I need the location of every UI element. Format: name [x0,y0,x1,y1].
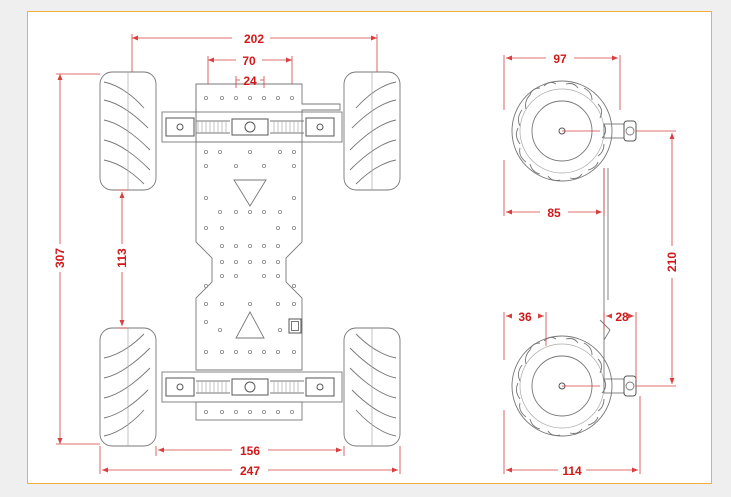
front-motor-assembly [161,111,343,143]
side-chassis-line [603,168,609,388]
wheel-front-right [343,71,401,191]
side-view: 97 85 210 36 28 114 [503,52,679,478]
front-triangle-mark [233,179,267,207]
wheel-rear-left [99,327,157,447]
dim-label-247: 247 [240,464,260,478]
dim-label-210: 210 [665,252,679,272]
dim-label-307: 307 [53,248,67,268]
dim-label-28: 28 [615,310,629,324]
mounting-holes [203,96,296,414]
dim-label-113: 113 [115,248,129,268]
side-dimensions [503,55,676,474]
dim-label-202: 202 [244,32,264,46]
wheel-front-left [99,71,157,191]
dim-label-85: 85 [547,206,561,220]
dim-label-97: 97 [553,52,567,66]
switch-icon [288,318,302,334]
rear-motor-assembly [161,371,343,403]
dim-label-156: 156 [240,444,260,458]
dim-label-114: 114 [562,464,582,478]
dim-label-24: 24 [243,74,257,88]
dim-label-70: 70 [242,54,256,68]
top-dimensions [56,34,401,474]
top-view: 202 70 24 307 113 156 247 [53,32,401,478]
side-wheel-bottom [511,335,637,437]
dim-label-36: 36 [518,310,532,324]
wheel-rear-right [343,327,401,447]
rear-triangle-mark [235,311,265,339]
